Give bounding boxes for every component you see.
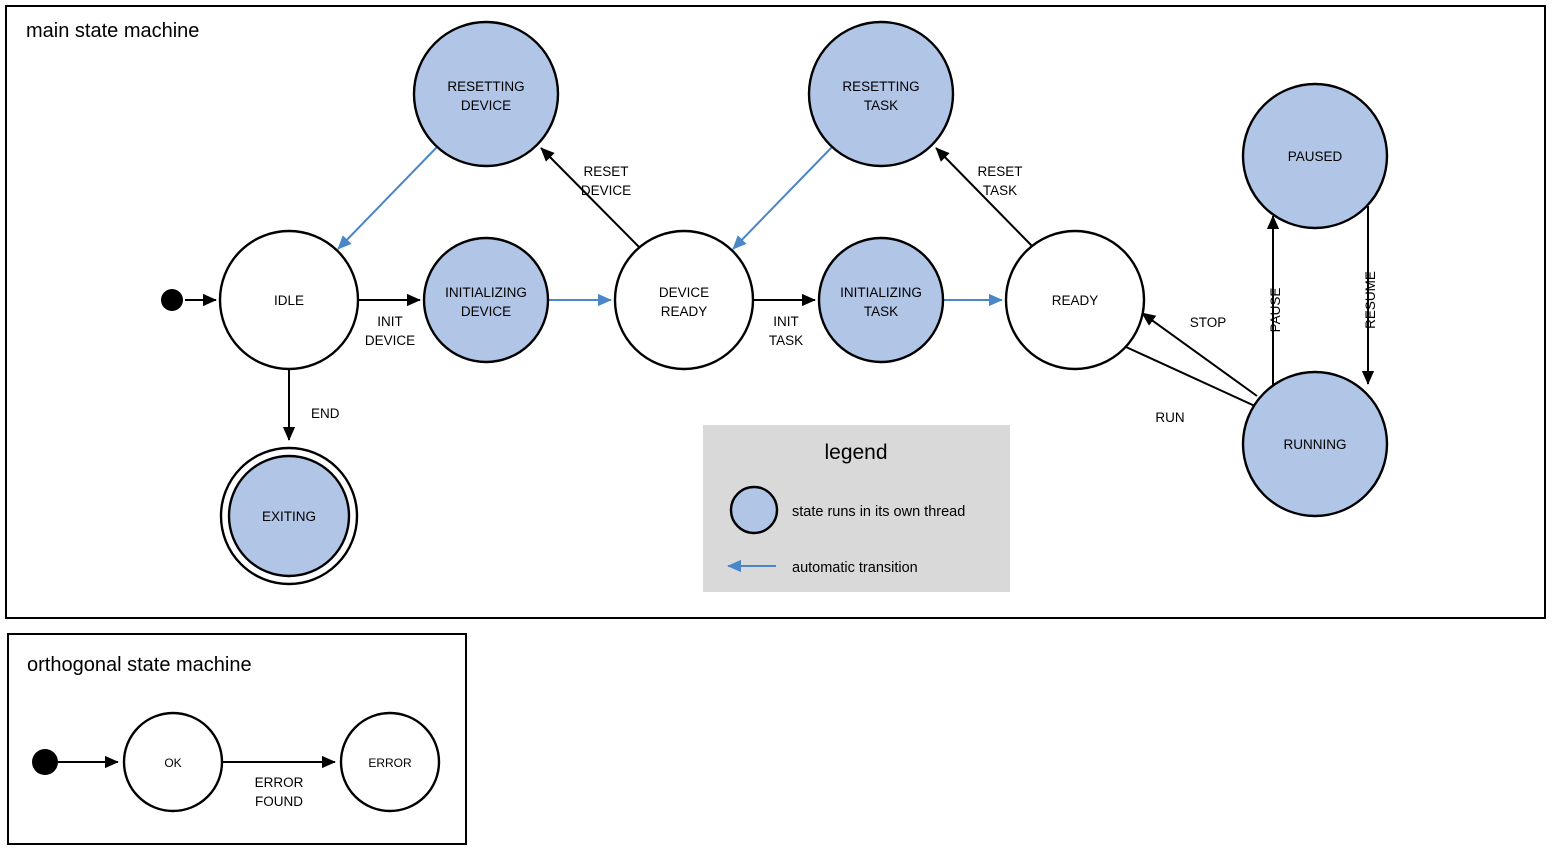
transition-pause: PAUSE <box>1266 215 1283 404</box>
state-resetting-device-label-line1: RESETTING <box>447 79 524 94</box>
state-initializing-task-label-line2: TASK <box>864 304 898 319</box>
transition-resettask-deviceready <box>732 146 833 250</box>
transition-stop: STOP <box>1141 312 1258 397</box>
initial-state-marker <box>161 289 183 311</box>
legend-title: legend <box>824 441 887 464</box>
legend-item-thread-label: state runs in its own thread <box>792 504 965 520</box>
edge-label-init-task-line2: TASK <box>769 333 803 348</box>
edge-label-init-device-line1: INIT <box>377 314 403 329</box>
transition-reset-task: RESET TASK <box>935 147 1034 248</box>
thread-swatch-icon <box>729 485 779 535</box>
edge-label-reset-device-line2: DEVICE <box>581 183 631 198</box>
state-ready[interactable]: READY <box>1004 229 1146 371</box>
state-error[interactable]: ERROR <box>339 711 441 813</box>
edge-label-reset-device-line1: RESET <box>583 164 628 179</box>
legend-item-thread: state runs in its own thread <box>729 485 965 535</box>
edge-label-reset-task-line2: TASK <box>983 183 1017 198</box>
state-ok[interactable]: OK <box>122 711 224 813</box>
state-idle-label: IDLE <box>274 293 304 308</box>
main-frame-title: main state machine <box>26 20 199 42</box>
edge-label-reset-task-line1: RESET <box>977 164 1022 179</box>
state-resetting-device-label-line2: DEVICE <box>461 98 511 113</box>
transition-init-task: INIT TASK <box>754 293 816 348</box>
state-running-label: RUNNING <box>1284 437 1347 452</box>
state-resetting-task-label-line1: RESETTING <box>842 79 919 94</box>
transition-resetdev-idle <box>337 146 438 250</box>
edge-label-pause: PAUSE <box>1268 288 1283 333</box>
legend: legend state runs in its own thread auto… <box>703 425 1010 592</box>
state-idle[interactable]: IDLE <box>218 229 360 371</box>
legend-item-auto-transition: automatic transition <box>727 559 918 576</box>
state-exiting[interactable]: EXITING <box>219 446 359 586</box>
state-device-ready-label-line2: READY <box>661 304 708 319</box>
edge-label-init-device-line2: DEVICE <box>365 333 415 348</box>
state-ready-label: READY <box>1052 293 1099 308</box>
state-resetting-task[interactable]: RESETTING TASK <box>807 20 955 168</box>
transition-ortho-error-found: ERROR FOUND <box>222 755 336 809</box>
edge-label-error-found-line2: FOUND <box>255 794 303 809</box>
edge-label-stop: STOP <box>1190 315 1227 330</box>
edge-label-error-found-line1: ERROR <box>255 775 304 790</box>
state-initializing-task[interactable]: INITIALIZING TASK <box>817 236 945 364</box>
state-ok-label: OK <box>164 756 181 770</box>
orthogonal-initial-state-marker <box>32 749 58 775</box>
edge-label-resume: RESUME <box>1363 271 1378 329</box>
edge-label-init-task-line1: INIT <box>773 314 799 329</box>
transition-resume: RESUME <box>1361 206 1378 385</box>
state-exiting-label: EXITING <box>262 509 316 524</box>
edge-label-run: RUN <box>1155 410 1184 425</box>
state-paused-label: PAUSED <box>1288 149 1343 164</box>
state-device-ready-label-line1: DEVICE <box>659 285 709 300</box>
transition-init-device: INIT DEVICE <box>358 293 421 348</box>
state-resetting-device[interactable]: RESETTING DEVICE <box>412 20 560 168</box>
legend-item-auto-transition-label: automatic transition <box>792 560 918 576</box>
state-error-label: ERROR <box>368 756 412 770</box>
state-initializing-device-label-line2: DEVICE <box>461 304 511 319</box>
state-resetting-task-label-line2: TASK <box>864 98 898 113</box>
state-initializing-device[interactable]: INITIALIZING DEVICE <box>422 236 550 364</box>
state-device-ready[interactable]: DEVICE READY <box>613 229 755 371</box>
state-initializing-task-label-line1: INITIALIZING <box>840 285 922 300</box>
transition-run: RUN <box>1125 346 1269 425</box>
transition-end: END <box>282 369 340 441</box>
state-running[interactable]: RUNNING <box>1241 370 1389 518</box>
transition-reset-device: RESET DEVICE <box>540 147 641 249</box>
orthogonal-frame-title: orthogonal state machine <box>27 654 252 676</box>
edge-label-end: END <box>311 406 340 421</box>
state-initializing-device-label-line1: INITIALIZING <box>445 285 527 300</box>
state-paused[interactable]: PAUSED <box>1241 82 1389 230</box>
